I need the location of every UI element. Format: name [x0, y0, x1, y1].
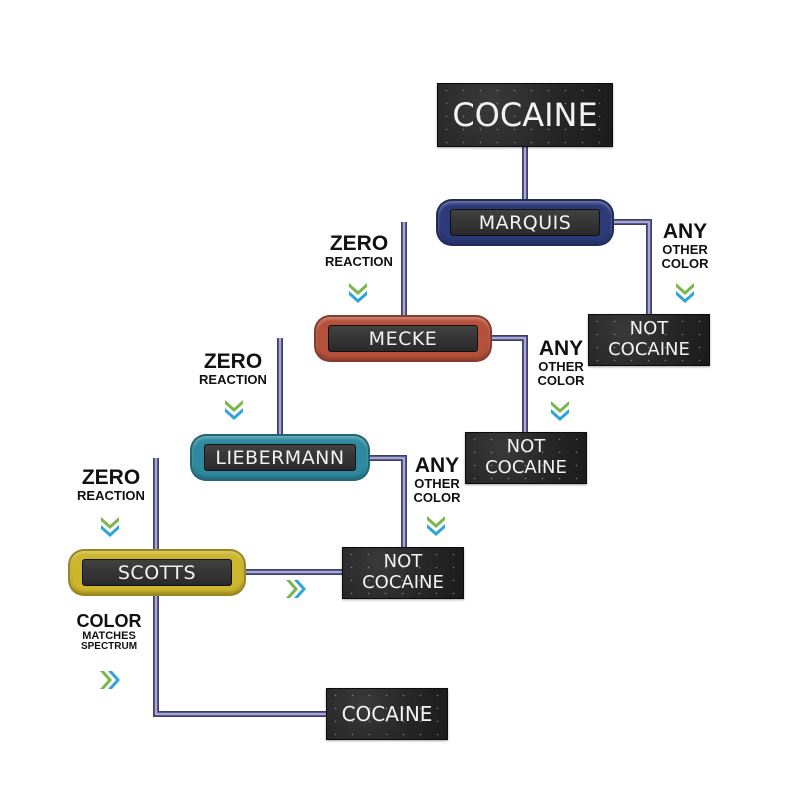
label-color: COLOR	[413, 490, 461, 505]
test-scotts-label: SCOTTS	[82, 559, 232, 586]
test-marquis: MARQUIS	[436, 199, 614, 246]
test-mecke-label: MECKE	[328, 325, 478, 352]
test-mecke: MECKE	[314, 315, 492, 362]
chevron-down-icon	[676, 283, 694, 303]
result-cocaine-word: COCAINE	[485, 457, 567, 478]
test-marquis-label: MARQUIS	[450, 209, 600, 236]
result-not-word: NOT	[506, 436, 546, 458]
label-zero: ZERO	[203, 350, 263, 373]
chevron-down-icon	[101, 517, 119, 537]
chevron-right-icon	[100, 671, 120, 689]
label-reaction: REACTION	[199, 372, 267, 387]
label-zero-reaction-1: ZERO REACTION	[318, 233, 400, 268]
start-node-cocaine: COCAINE	[437, 83, 613, 147]
label-zero-reaction-2: ZERO REACTION	[192, 351, 274, 386]
label-zero-reaction-3: ZERO REACTION	[70, 467, 152, 502]
label-any-other-color-3: ANY OTHER COLOR	[397, 455, 477, 504]
test-liebermann-label: LIEBERMANN	[204, 444, 356, 471]
label-color: COLOR	[537, 373, 585, 388]
label-zero: ZERO	[329, 232, 389, 255]
chevron-down-icon	[551, 401, 569, 421]
result-cocaine-final-label: COCAINE	[341, 701, 433, 726]
label-reaction: REACTION	[77, 488, 145, 503]
label-color: COLOR	[661, 256, 709, 271]
label-matches: MATCHES	[82, 630, 136, 642]
label-color-matches-spectrum: COLOR MATCHES SPECTRUM	[66, 612, 152, 652]
result-not-cocaine-2: NOT COCAINE	[465, 432, 587, 484]
chevron-down-icon	[225, 400, 243, 420]
label-any: ANY	[538, 337, 584, 360]
result-not-cocaine-1: NOT COCAINE	[588, 314, 710, 366]
chevron-down-icon	[427, 516, 445, 536]
label-any-other-color-2: ANY OTHER COLOR	[521, 338, 601, 387]
chevron-right-icon	[286, 580, 306, 598]
start-node-label: COCAINE	[452, 95, 598, 134]
label-reaction: REACTION	[325, 254, 393, 269]
label-other: OTHER	[662, 242, 708, 257]
result-not-cocaine-3: NOT COCAINE	[342, 547, 464, 599]
test-scotts: SCOTTS	[68, 549, 246, 596]
result-cocaine-final: COCAINE	[326, 688, 448, 740]
label-any: ANY	[414, 454, 460, 477]
label-any-other-color-1: ANY OTHER COLOR	[645, 221, 725, 270]
chevron-down-icon	[349, 283, 367, 303]
label-spectrum: SPECTRUM	[80, 641, 138, 652]
result-cocaine-word: COCAINE	[362, 572, 444, 593]
test-liebermann: LIEBERMANN	[190, 434, 370, 481]
label-zero: ZERO	[81, 466, 141, 489]
result-cocaine-word: COCAINE	[608, 339, 690, 360]
label-color-word: COLOR	[76, 611, 142, 631]
result-not-word: NOT	[383, 551, 423, 573]
label-any: ANY	[662, 220, 708, 243]
result-not-word: NOT	[629, 318, 669, 340]
label-other: OTHER	[538, 359, 584, 374]
label-other: OTHER	[414, 476, 460, 491]
